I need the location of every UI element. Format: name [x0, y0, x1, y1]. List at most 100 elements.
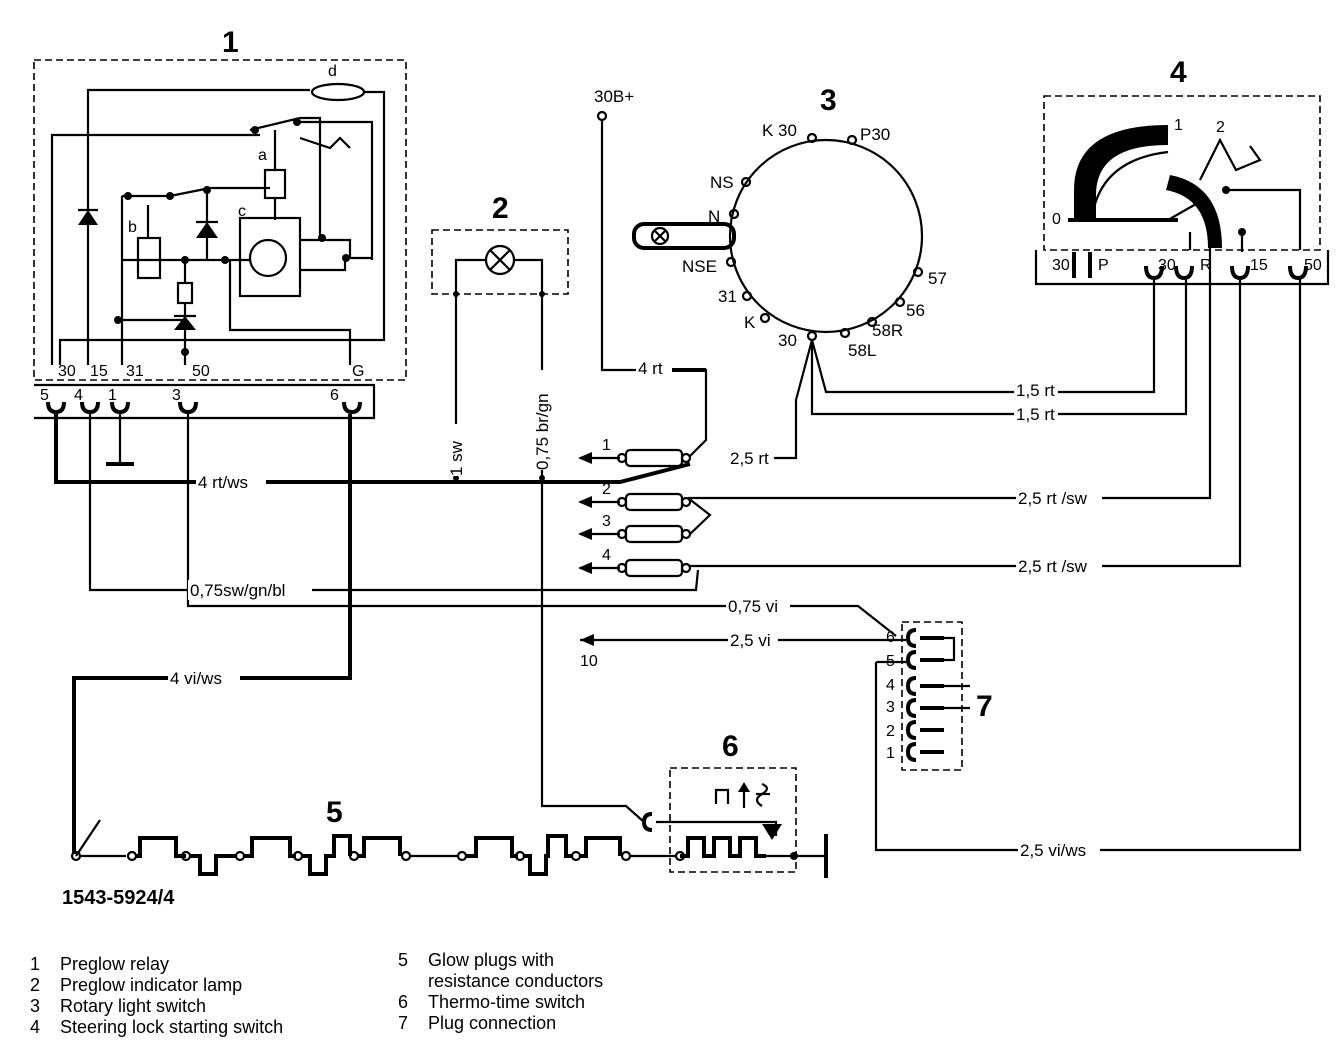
ss-pos-0: 0 [1052, 211, 1061, 228]
relay-sub-a: a [258, 147, 267, 164]
ls-term-ns: NS [710, 173, 734, 192]
fuse-label-4: 4 [602, 547, 611, 564]
wire-label-075brgn: 0,75 br/gn [533, 393, 552, 470]
wire-label-25rt: 2,5 rt [730, 449, 769, 468]
relay-sub-c: c [238, 203, 246, 220]
relay-sub-b: b [128, 219, 137, 236]
fuse-block [578, 448, 692, 578]
ls-term-57: 57 [928, 269, 947, 288]
starting-switch-connector-strip [1034, 250, 1330, 286]
ls-term-k30: K 30 [762, 121, 797, 140]
supply-terminal [596, 110, 608, 122]
plug-pin-2: 2 [886, 723, 895, 740]
ls-term-58r: 58R [872, 321, 903, 340]
glow-plugs-chain [70, 834, 676, 876]
starting-switch-box [1043, 95, 1321, 251]
relay-sub-d: d [328, 63, 337, 80]
label-component-2: 2 [492, 192, 509, 225]
wire-label-25rtsw-b: 2,5 rt /sw [1018, 557, 1088, 576]
transistor-c [248, 238, 288, 278]
light-switch-knob [632, 222, 736, 250]
plug-pin-6: 6 [886, 629, 895, 646]
wire-label-25viws: 2,5 vi/ws [1020, 841, 1086, 860]
relay-plug-3: 3 [172, 387, 181, 404]
wire-label-1sw: 1 sw [447, 440, 466, 476]
plug-pin-1: 1 [886, 745, 895, 762]
ss-term-30a: 30 [1052, 257, 1070, 274]
ls-term-58l: 58L [848, 341, 876, 360]
wire-labels: 4 rt 4 rt/ws 2,5 rt 1,5 rt 1,5 rt 2,5 rt… [168, 358, 1102, 860]
relay-pin-g: G [352, 363, 364, 380]
label-component-3: 3 [820, 84, 837, 117]
thermo-time-switch-element [641, 782, 828, 878]
relay-connector-strip [34, 383, 376, 420]
label-component-6: 6 [722, 730, 739, 763]
fuse-label-1: 1 [602, 437, 611, 454]
ls-term-56: 56 [906, 301, 925, 320]
plug-pin-4: 4 [886, 677, 895, 694]
plug-pin-5: 5 [886, 653, 895, 670]
starting-switch-plug-sockets [1072, 252, 1308, 281]
ss-term-r: R [1200, 257, 1212, 274]
ss-pos-2: 2 [1216, 119, 1225, 136]
ss-term-p: P [1098, 257, 1109, 274]
plug-connection-box [901, 621, 963, 771]
rotary-light-switch [728, 138, 924, 334]
relay-pin-31: 31 [126, 363, 144, 380]
relay-internal-circuit [50, 82, 386, 365]
starting-switch-mechanism [1068, 125, 1302, 252]
ls-term-30: 30 [778, 331, 797, 350]
ls-term-k: K [744, 313, 756, 332]
supply-label: 30B+ [594, 87, 634, 106]
drawing-number: 1543-5924/4 [62, 887, 175, 909]
wire-label-25vi: 2,5 vi [730, 631, 771, 650]
wire-harness [54, 120, 1302, 857]
relay-pin-50: 50 [192, 363, 210, 380]
label-component-1: 1 [222, 26, 239, 59]
legend-item: resistance conductors [428, 971, 604, 991]
relay-plug-6: 6 [330, 387, 339, 404]
ls-term-31: 31 [718, 287, 737, 306]
wire-label-4viws: 4 vi/ws [170, 669, 222, 688]
fuse-label-3: 3 [602, 513, 611, 530]
plug-connection-sockets [876, 628, 970, 762]
fuse-label-2: 2 [602, 481, 611, 498]
wire-label-4rtws: 4 rt/ws [198, 473, 248, 492]
ls-term-n: N [708, 207, 720, 226]
label-component-5: 5 [326, 796, 343, 829]
indicator-lamp-icon [454, 244, 544, 294]
label-component-7: 7 [976, 690, 993, 723]
wire-label-15rt-a: 1,5 rt [1016, 381, 1055, 400]
relay-plug-5: 5 [40, 387, 49, 404]
ss-term-15: 15 [1250, 257, 1268, 274]
indicator-lamp-box [431, 229, 569, 295]
ls-term-nse: NSE [682, 257, 717, 276]
wire-label-15rt-b: 1,5 rt [1016, 405, 1055, 424]
light-switch-terminals [725, 132, 924, 342]
wire-label-075vi: 0,75 vi [728, 597, 778, 616]
ss-term-50: 50 [1304, 257, 1322, 274]
relay-pin-30: 30 [58, 363, 76, 380]
wire-label-4rt: 4 rt [638, 359, 663, 378]
relay-pin-15: 15 [90, 363, 108, 380]
wire-label-25rtsw-a: 2,5 rt /sw [1018, 489, 1088, 508]
relay-plug-4: 4 [74, 387, 83, 404]
arrow-10-label: 10 [580, 653, 598, 670]
wire-label-075swgnbl: 0,75sw/gn/bl [190, 581, 285, 600]
relay-plug-sockets [46, 401, 362, 415]
fuse-d [310, 82, 366, 102]
ss-pos-1: 1 [1174, 117, 1183, 134]
preglow-relay-box [33, 59, 407, 381]
ls-term-p30: P30 [860, 125, 890, 144]
thermo-time-switch-box [669, 767, 797, 873]
